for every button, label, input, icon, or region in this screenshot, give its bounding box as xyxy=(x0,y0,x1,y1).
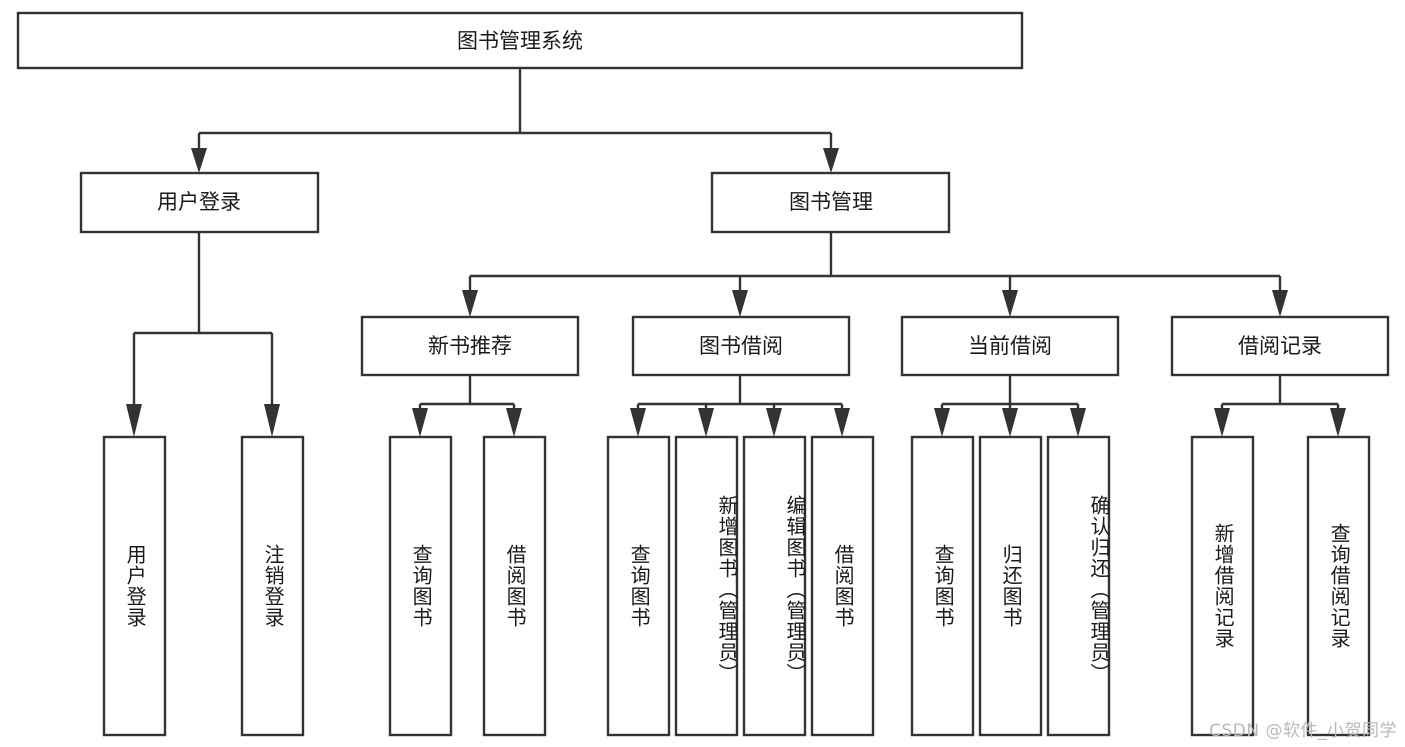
node-borrow-record[interactable]: 借阅记录 xyxy=(1170,315,1390,377)
arrowhead-leaf-return-book xyxy=(1002,408,1018,437)
node-user-login-box[interactable] xyxy=(79,171,320,234)
node-user-login[interactable]: 用户登录 xyxy=(79,171,320,234)
csdn-watermark: CSDN @软件_小贺同学 xyxy=(1209,721,1397,741)
connector-group-user-login xyxy=(126,232,280,437)
leaf-return-book-box[interactable] xyxy=(978,435,1043,737)
node-borrow-record-label: 借阅记录 xyxy=(1238,334,1322,358)
arrowhead-leaf-add-book xyxy=(698,408,714,437)
node-book-management-label: 图书管理 xyxy=(789,190,873,214)
leaf-confirm-return-box[interactable] xyxy=(1046,435,1111,737)
node-current-borrow-box[interactable] xyxy=(900,315,1120,377)
arrowhead-user-login xyxy=(191,148,207,173)
arrowhead-leaf-logout-login xyxy=(264,404,280,437)
leaf-boxes xyxy=(102,435,1371,737)
node-new-book-recommend-label: 新书推荐 xyxy=(428,334,512,358)
arrowhead-leaf-borrow-book-2 xyxy=(834,408,850,437)
connector-group-book-borrow xyxy=(630,375,850,437)
node-book-borrow-box[interactable] xyxy=(631,315,851,377)
arrowhead-book-borrow xyxy=(732,290,748,317)
node-root-label: 图书管理系统 xyxy=(457,29,583,53)
node-root-box[interactable] xyxy=(16,11,1024,70)
connector-group-current-borrow xyxy=(934,375,1086,437)
arrowhead-leaf-query-record xyxy=(1330,408,1346,437)
node-root[interactable]: 图书管理系统 xyxy=(16,11,1024,70)
leaf-query-book-2-box[interactable] xyxy=(606,435,671,737)
arrowhead-leaf-query-book-3 xyxy=(934,408,950,437)
arrowhead-leaf-add-record xyxy=(1214,408,1230,437)
connector-group-borrow-record xyxy=(1214,375,1346,437)
arrowhead-leaf-edit-book xyxy=(766,408,782,437)
node-book-borrow-label: 图书借阅 xyxy=(699,334,783,358)
arrowhead-leaf-borrow-book-1 xyxy=(506,408,522,437)
node-current-borrow-label: 当前借阅 xyxy=(968,334,1052,358)
node-new-book-recommend[interactable]: 新书推荐 xyxy=(360,315,580,377)
arrowhead-new-book-recommend xyxy=(462,290,478,317)
leaf-edit-book-box[interactable] xyxy=(742,435,807,737)
leaf-add-record-box[interactable] xyxy=(1190,435,1255,737)
arrowhead-leaf-query-book-2 xyxy=(630,408,646,437)
node-current-borrow[interactable]: 当前借阅 xyxy=(900,315,1120,377)
leaf-query-book-1-box[interactable] xyxy=(388,435,453,737)
leaf-query-book-3-box[interactable] xyxy=(910,435,975,737)
arrowhead-leaf-query-book-1 xyxy=(412,408,428,437)
connector-group-new-book-recommend xyxy=(412,375,522,437)
leaf-borrow-book-2-box[interactable] xyxy=(810,435,875,737)
arrowhead-current-borrow xyxy=(1002,290,1018,317)
arrowhead-book-management xyxy=(823,148,839,173)
leaf-query-record-box[interactable] xyxy=(1306,435,1371,737)
connector-group-book-management xyxy=(462,232,1288,317)
arrowhead-leaf-confirm-return xyxy=(1070,408,1086,437)
node-borrow-record-box[interactable] xyxy=(1170,315,1390,377)
leaf-logout-login-box[interactable] xyxy=(240,435,305,737)
node-new-book-recommend-box[interactable] xyxy=(360,315,580,377)
node-user-login-label: 用户登录 xyxy=(157,190,241,214)
node-book-borrow[interactable]: 图书借阅 xyxy=(631,315,851,377)
leaf-borrow-book-1-box[interactable] xyxy=(482,435,547,737)
node-book-management-box[interactable] xyxy=(710,171,951,234)
leaf-user-login-box[interactable] xyxy=(102,435,167,737)
leaf-add-book-box[interactable] xyxy=(674,435,739,737)
arrowhead-leaf-user-login xyxy=(126,404,142,437)
arrowhead-borrow-record xyxy=(1272,290,1288,317)
node-book-management[interactable]: 图书管理 xyxy=(710,171,951,234)
connector-group-root xyxy=(191,68,839,173)
